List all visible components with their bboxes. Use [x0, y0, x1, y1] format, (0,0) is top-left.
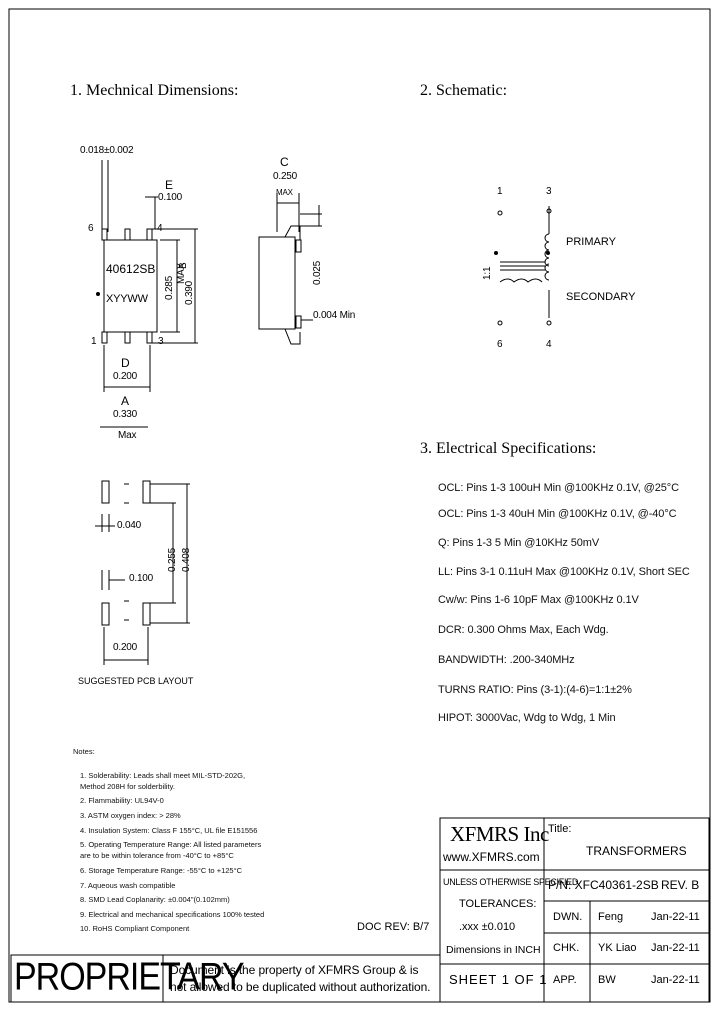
dim-c-label: C [280, 155, 289, 169]
approval-name: YK Liao [598, 942, 637, 954]
sheet-number: SHEET 1 OF 1 [449, 972, 548, 987]
schem-secondary-label: SECONDARY [566, 291, 636, 303]
pcb-caption: SUGGESTED PCB LAYOUT [78, 676, 194, 686]
pin1-dot [96, 292, 100, 296]
electrical-specs-heading: 3. Electrical Specifications: [420, 440, 597, 457]
pin-4-label: 4 [157, 223, 163, 234]
dim-e-label: E [165, 178, 173, 192]
note-item: 8. SMD Lead Coplanarity: ±0.004"(0.102mm… [80, 895, 230, 904]
dim-b-label: B [178, 262, 189, 269]
dim-c-max: MAX [276, 188, 293, 197]
note-item: 4. Insulation System: Class F 155°C, UL … [80, 826, 258, 835]
date-code-marking: XYYWW [106, 293, 148, 305]
tolerance-header: UNLESS OTHERWISE SPECIFIED [443, 877, 579, 887]
schem-pin-4: 4 [546, 339, 552, 350]
spec-line: OCL: Pins 1-3 100uH Min @100KHz 0.1V, @2… [438, 482, 679, 494]
pcb-pad-gap: 0.040 [117, 520, 142, 531]
schem-pin-3: 3 [546, 186, 552, 197]
dim-c-value: 0.250 [273, 171, 298, 182]
mech-dimensions-heading: 1. Mechnical Dimensions: [70, 82, 239, 99]
tolerance-value: .xxx ±0.010 [459, 921, 516, 933]
dim-a-value: 0.330 [113, 409, 138, 420]
approval-name: Feng [598, 911, 624, 923]
spec-line: LL: Pins 3-1 0.11uH Max @100KHz 0.1V, Sh… [438, 566, 690, 578]
spec-line: OCL: Pins 1-3 40uH Min @100KHz 0.1V, @-4… [438, 508, 677, 520]
pcb-outer-dim: 0.408 [181, 547, 192, 572]
dim-height-value: 0.390 [184, 280, 195, 305]
dim-a-label: A [121, 394, 129, 408]
pin-1-label: 1 [91, 336, 97, 347]
note-item: are to be within tolerance from -40°C to… [80, 851, 234, 860]
note-item: Method 208H for solderbility. [80, 782, 175, 791]
dim-b-value: 0.285 [164, 275, 175, 300]
approval-date: Jan-22-11 [651, 974, 700, 986]
spec-line: BANDWIDTH: .200-340MHz [438, 654, 575, 666]
pcb-span-dim: 0.200 [113, 642, 138, 653]
company-name: XFMRS Inc [450, 822, 549, 846]
note-item: 5. Operating Temperature Range: All list… [80, 840, 262, 849]
schem-pin-1: 1 [497, 186, 503, 197]
lead-width-dim: 0.018±0.002 [80, 145, 134, 156]
note-item: 9. Electrical and mechanical specificati… [80, 910, 265, 919]
note-item: 3. ASTM oxygen index: > 28% [80, 811, 181, 820]
tolerance-label: TOLERANCES: [459, 898, 537, 910]
spec-line: HIPOT: 3000Vac, Wdg to Wdg, 1 Min [438, 712, 616, 724]
approval-role: DWN. [553, 911, 583, 923]
document-title: TRANSFORMERS [586, 844, 687, 858]
spec-line: DCR: 0.300 Ohms Max, Each Wdg. [438, 624, 609, 636]
pcb-inner-dim: 0.255 [167, 547, 178, 572]
title-label: Title: [548, 823, 572, 835]
approval-name: BW [598, 974, 616, 986]
schem-pin-6: 6 [497, 339, 503, 350]
note-item: 10. RoHS Compliant Component [80, 924, 190, 933]
spec-line: Q: Pins 1-3 5 Min @10KHz 50mV [438, 537, 600, 549]
pin-3-label: 3 [158, 336, 164, 347]
spec-line: Cw/w: Pins 1-6 10pF Max @100KHz 0.1V [438, 594, 639, 606]
lead-thickness-dim: 0.025 [312, 260, 323, 285]
schematic-heading: 2. Schematic: [420, 82, 508, 99]
pcb-pitch: 0.100 [129, 573, 154, 584]
standoff-dim: 0.004 Min [313, 310, 356, 321]
schem-ratio: 1:1 [482, 266, 493, 280]
part-marking: 40612SB [106, 262, 156, 276]
proprietary-notice-line1: Document is the property of XFMRS Group … [170, 963, 419, 977]
pin-6-label: 6 [88, 223, 94, 234]
approval-date: Jan-22-11 [651, 911, 700, 923]
units-note: Dimensions in INCH [446, 944, 541, 956]
dim-d-value: 0.200 [113, 371, 138, 382]
approval-role: CHK. [553, 942, 580, 954]
company-website: www.XFMRS.com [443, 850, 540, 864]
spec-line: TURNS RATIO: Pins (3-1):(4-6)=1:1±2% [438, 684, 632, 696]
notes-title: Notes: [73, 747, 95, 756]
proprietary-stamp: PROPRIETARY [14, 955, 245, 999]
note-item: 7. Aqueous wash compatible [80, 881, 176, 890]
schem-primary-label: PRIMARY [566, 236, 616, 248]
part-number: P/N: XFC40361-2SB [548, 878, 659, 892]
dim-a-max: Max [118, 430, 137, 441]
dim-e-value: 0.100 [158, 192, 183, 203]
dim-d-label: D [121, 356, 130, 370]
proprietary-notice-line2: not allowed to be duplicated without aut… [170, 980, 431, 994]
approval-role: APP. [553, 974, 577, 986]
revision: REV. B [661, 878, 700, 892]
note-item: 1. Solderability: Leads shall meet MIL-S… [80, 771, 246, 780]
note-item: 2. Flammability: UL94V-0 [80, 796, 164, 805]
note-item: 6. Storage Temperature Range: -55°C to +… [80, 866, 242, 875]
doc-revision: DOC REV: B/7 [357, 921, 430, 933]
approval-date: Jan-22-11 [651, 942, 700, 954]
